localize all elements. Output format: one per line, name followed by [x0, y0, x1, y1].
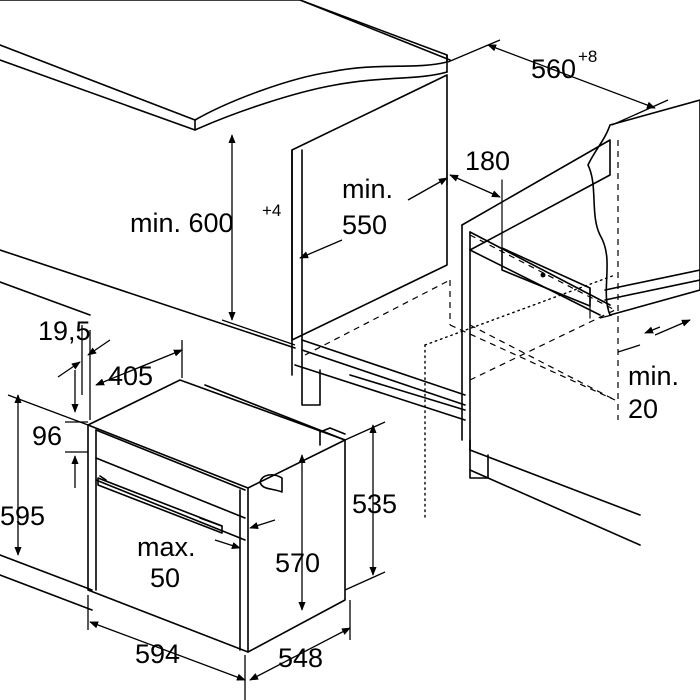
right-cabinet-panel [461, 139, 611, 479]
wall-cutaway [587, 99, 700, 420]
label-594: 594 [135, 639, 180, 669]
left-cabinet-panel [291, 74, 466, 406]
dim-600 [221, 134, 296, 346]
label-min-20-b: 20 [628, 394, 658, 424]
dim-594 [87, 595, 246, 700]
dim-535 [344, 421, 386, 591]
label-min-600: min. 600 [130, 208, 234, 238]
label-min-550-a: min. [342, 174, 393, 204]
label-180: 180 [465, 146, 510, 176]
dim-180 [446, 160, 501, 198]
dim-50 [214, 519, 276, 549]
label-19-5: 19,5 [38, 316, 91, 346]
oven [87, 379, 346, 653]
label-548: 548 [278, 643, 323, 673]
label-595: 595 [0, 501, 45, 531]
oven-door-handle [97, 475, 223, 534]
label-405: 405 [108, 361, 153, 391]
label-min-550-b: 550 [342, 210, 387, 240]
label-min-20-a: min. [628, 361, 679, 391]
dim-550 [299, 177, 448, 259]
label-max-50-a: max. [137, 532, 196, 562]
countertop [0, 0, 451, 131]
dim-19-5 [57, 325, 111, 420]
dim-20 [599, 314, 691, 353]
label-535: 535 [352, 489, 397, 519]
label-600-tolerance: +4 [262, 201, 281, 220]
dim-560 [447, 39, 669, 126]
hidden-edges [304, 234, 616, 521]
label-560: 560 [531, 54, 576, 84]
dim-548 [249, 600, 351, 681]
dim-595 [7, 394, 89, 556]
room-lines [0, 249, 641, 611]
dim-405 [95, 340, 183, 386]
dim-96 [65, 370, 88, 488]
label-560-tolerance: +8 [578, 47, 597, 66]
label-570: 570 [275, 548, 320, 578]
ventilation-cutout [501, 179, 591, 319]
label-max-50-b: 50 [150, 563, 180, 593]
label-96: 96 [32, 421, 62, 451]
